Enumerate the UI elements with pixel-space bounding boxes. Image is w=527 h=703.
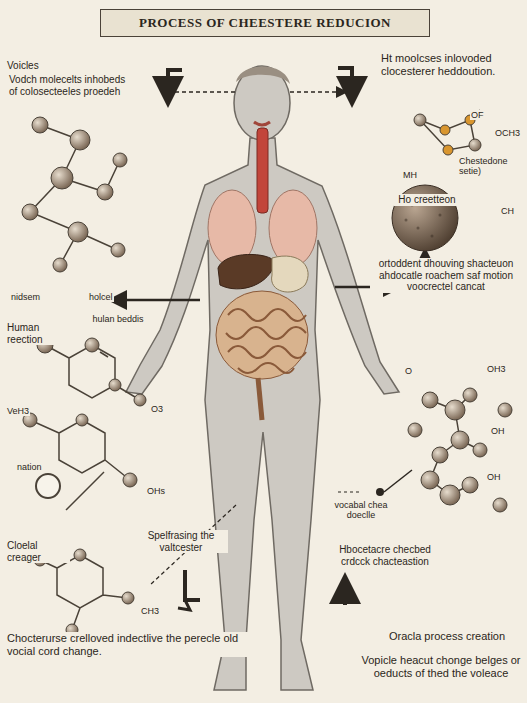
label-text: Spelfrasing the valtcester [134,530,228,553]
label-text: OH [490,426,506,436]
label-text: MH [402,170,418,180]
label-text: Human reection [6,322,70,345]
liver [218,254,275,288]
human-figure [126,138,399,690]
label-text: Voicles [6,60,40,72]
label-text: Cloelal creager [6,540,70,563]
label-text: Ht moolcses inlovoded clocesterer heddou… [380,52,522,77]
label-text: O [404,366,413,376]
label-text: OF [470,110,485,120]
label-text: Vodch molecelts inhobeds of colosecteele… [8,74,135,97]
label-text: Hbocetacre checbed crdcck chacteastion [332,544,438,567]
label-text: ortoddent dhouving shacteuon ahdocatle r… [370,258,522,293]
label-text: Ho creetteon [394,194,460,206]
label-text: OCH3 [494,128,521,138]
label-text: OH [486,472,502,482]
label-text: CH [500,206,515,216]
label-text: OHs [146,486,166,496]
label-text: Vopicle heacut chonge belges or oeducts … [360,654,522,679]
lung [269,190,317,266]
label-text: nation [16,462,43,472]
label-text: Oracla process creation [372,630,522,643]
label-text: VeH3 [6,406,30,416]
trachea [257,128,268,213]
label-text: Chestedone setie) [458,156,522,177]
intestines [216,291,308,379]
label-text: Chocterurse crelloved indectlive the per… [6,632,263,657]
label-text: CH3 [140,606,160,616]
title-band: PROCESS OF CHEESTERE REDUCION [100,9,430,37]
label-text: nidsem [10,292,41,302]
label-text: holcel [88,292,114,302]
label-text: OH3 [486,364,507,374]
label-text: O3 [150,404,164,414]
label-text: hulan beddis [90,314,146,324]
label-text: vocabal chea doeclle [320,500,402,521]
stomach [272,256,309,292]
